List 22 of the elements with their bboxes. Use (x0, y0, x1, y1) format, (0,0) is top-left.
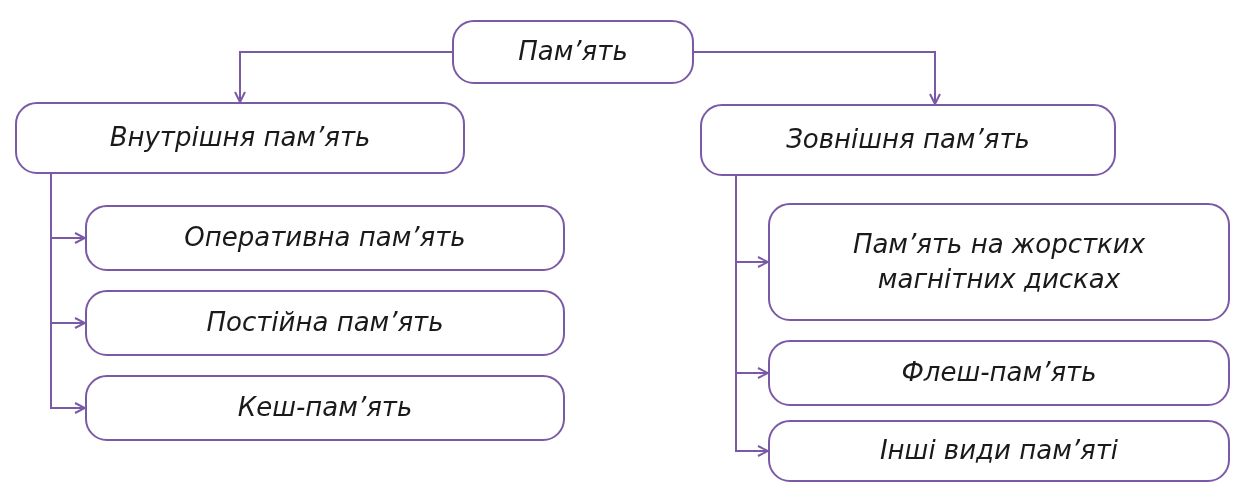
memory-box (768, 420, 1230, 482)
node-label: Пам’ять (518, 35, 628, 69)
node-label: Пам’ять на жорстких магнітних дисках (851, 227, 1147, 296)
arrow (693, 51, 941, 105)
memory-box (700, 104, 1116, 176)
memory-box (85, 205, 565, 271)
memory-box (452, 20, 694, 84)
arrow (50, 173, 86, 414)
memory-box (15, 102, 465, 174)
node-label: Кеш-пам’ять (237, 391, 413, 425)
node-label: Постійна пам’ять (206, 306, 444, 340)
node-label: Інші види пам’яті (879, 434, 1119, 468)
memory-box (85, 375, 565, 441)
arrow (735, 175, 769, 457)
memory-box (768, 203, 1230, 321)
node-label: Флеш-пам’ять (901, 356, 1097, 390)
node-label: Зовнішня пам’ять (786, 123, 1030, 157)
memory-box (768, 340, 1230, 406)
node-label: Оперативна пам’ять (184, 221, 466, 255)
arrow (234, 51, 453, 103)
node-label: Внутрішня пам’ять (109, 121, 371, 155)
memory-box (85, 290, 565, 356)
